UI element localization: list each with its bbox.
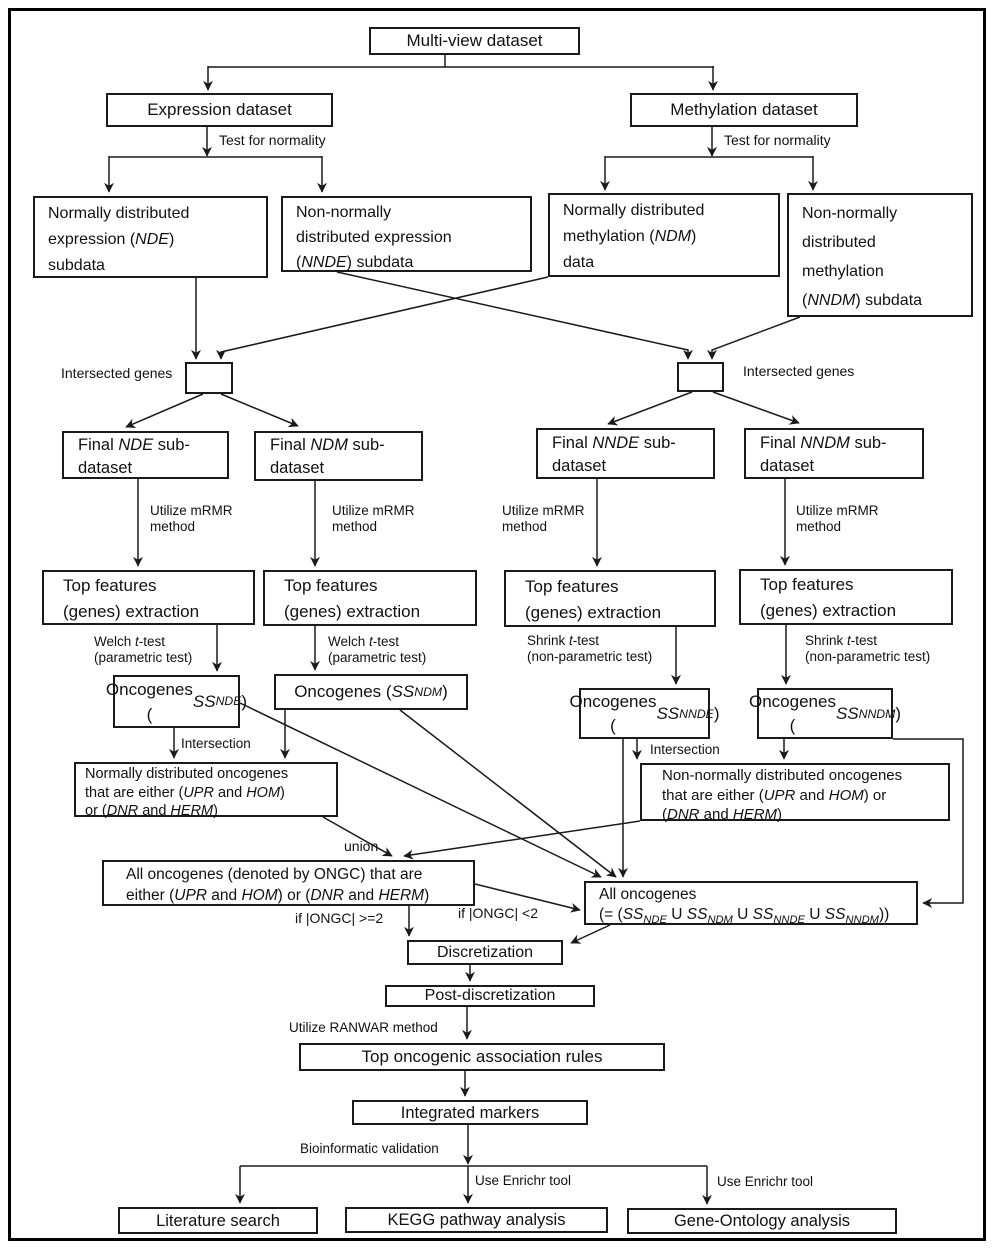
label-union: union (344, 838, 379, 854)
label-welch-t-test-1: Welch t-test(parametric test) (94, 634, 193, 665)
label-welch-t-test-2: Welch t-test(parametric test) (328, 634, 427, 665)
label-bioinformatic-validation: Bioinformatic validation (300, 1141, 439, 1156)
label-intersected-genes-right: Intersected genes (743, 363, 855, 379)
box-top-oncogenic-association-rules: Top oncogenic association rules (299, 1043, 665, 1071)
box-gene-ontology-analysis: Gene-Ontology analysis (627, 1208, 897, 1234)
label-intersected-genes-left: Intersected genes (61, 365, 173, 381)
arrow-19 (712, 391, 800, 425)
arrow-32 (322, 816, 393, 857)
arrow-17 (220, 393, 299, 428)
box-final-nde: Final NDE sub-dataset (62, 431, 229, 479)
arrow-34 (239, 702, 602, 878)
label-intersection-right: Intersection (650, 742, 720, 757)
box-multi-view-dataset: Multi-view dataset (369, 27, 580, 55)
arrow-18 (607, 391, 693, 426)
label-test-for-normality-right: Test for normality (724, 132, 831, 148)
box-intersect-node-left (185, 362, 233, 394)
label-use-enrichr-tool-1: Use Enrichr tool (475, 1173, 572, 1188)
arrow-39 (474, 883, 581, 913)
box-methylation-dataset: Methylation dataset (630, 93, 858, 127)
box-final-nnde: Final NNDE sub-dataset (536, 428, 715, 479)
label-use-enrichr-tool-2: Use Enrichr tool (717, 1174, 814, 1189)
arrow-35 (399, 709, 617, 878)
box-top-features-nde: Top features(genes) extraction (42, 570, 255, 625)
arrow-16 (125, 393, 204, 428)
box-top-features-nnde: Top features(genes) extraction (504, 570, 716, 627)
label-utilize-ranwar: Utilize RANWAR method (289, 1020, 438, 1035)
box-discretization: Discretization (407, 940, 563, 965)
box-integrated-markers: Integrated markers (352, 1100, 588, 1125)
box-all-oncogenes-union: All oncogenes(= (SSNDE U SSNDM U SSNNDE … (584, 881, 918, 926)
label-shrink-t-test-2: Shrink t-test(non-parametric test) (805, 633, 931, 664)
label-if-ongc-lt-2: if |ONGC| <2 (458, 905, 539, 921)
box-top-features-ndm: Top features(genes) extraction (263, 570, 477, 626)
box-intersect-node-right (677, 362, 724, 392)
box-post-discretization: Post-discretization (385, 985, 595, 1007)
box-literature-search: Literature search (118, 1207, 318, 1234)
box-all-oncogenes-ongc: All oncogenes (denoted by ONGC) that are… (102, 860, 475, 906)
box-top-features-nndm: Top features(genes) extraction (739, 569, 953, 625)
label-if-ongc-ge-2: if |ONGC| >=2 (295, 910, 384, 926)
label-intersection-left: Intersection (181, 736, 251, 751)
arrow-40 (570, 924, 611, 944)
arrow-13 (216, 276, 549, 360)
label-test-for-normality-left: Test for normality (219, 132, 326, 148)
arrow-15 (707, 316, 801, 360)
box-final-nndm: Final NNDM sub-dataset (744, 428, 924, 479)
box-final-ndm: Final NDM sub-dataset (254, 431, 423, 481)
arrow-37 (893, 738, 964, 908)
box-expression-dataset: Expression dataset (106, 93, 333, 127)
label-shrink-t-test-1: Shrink t-test(non-parametric test) (527, 633, 653, 664)
arrow-14 (336, 271, 693, 360)
box-kegg-pathway-analysis: KEGG pathway analysis (345, 1207, 608, 1233)
